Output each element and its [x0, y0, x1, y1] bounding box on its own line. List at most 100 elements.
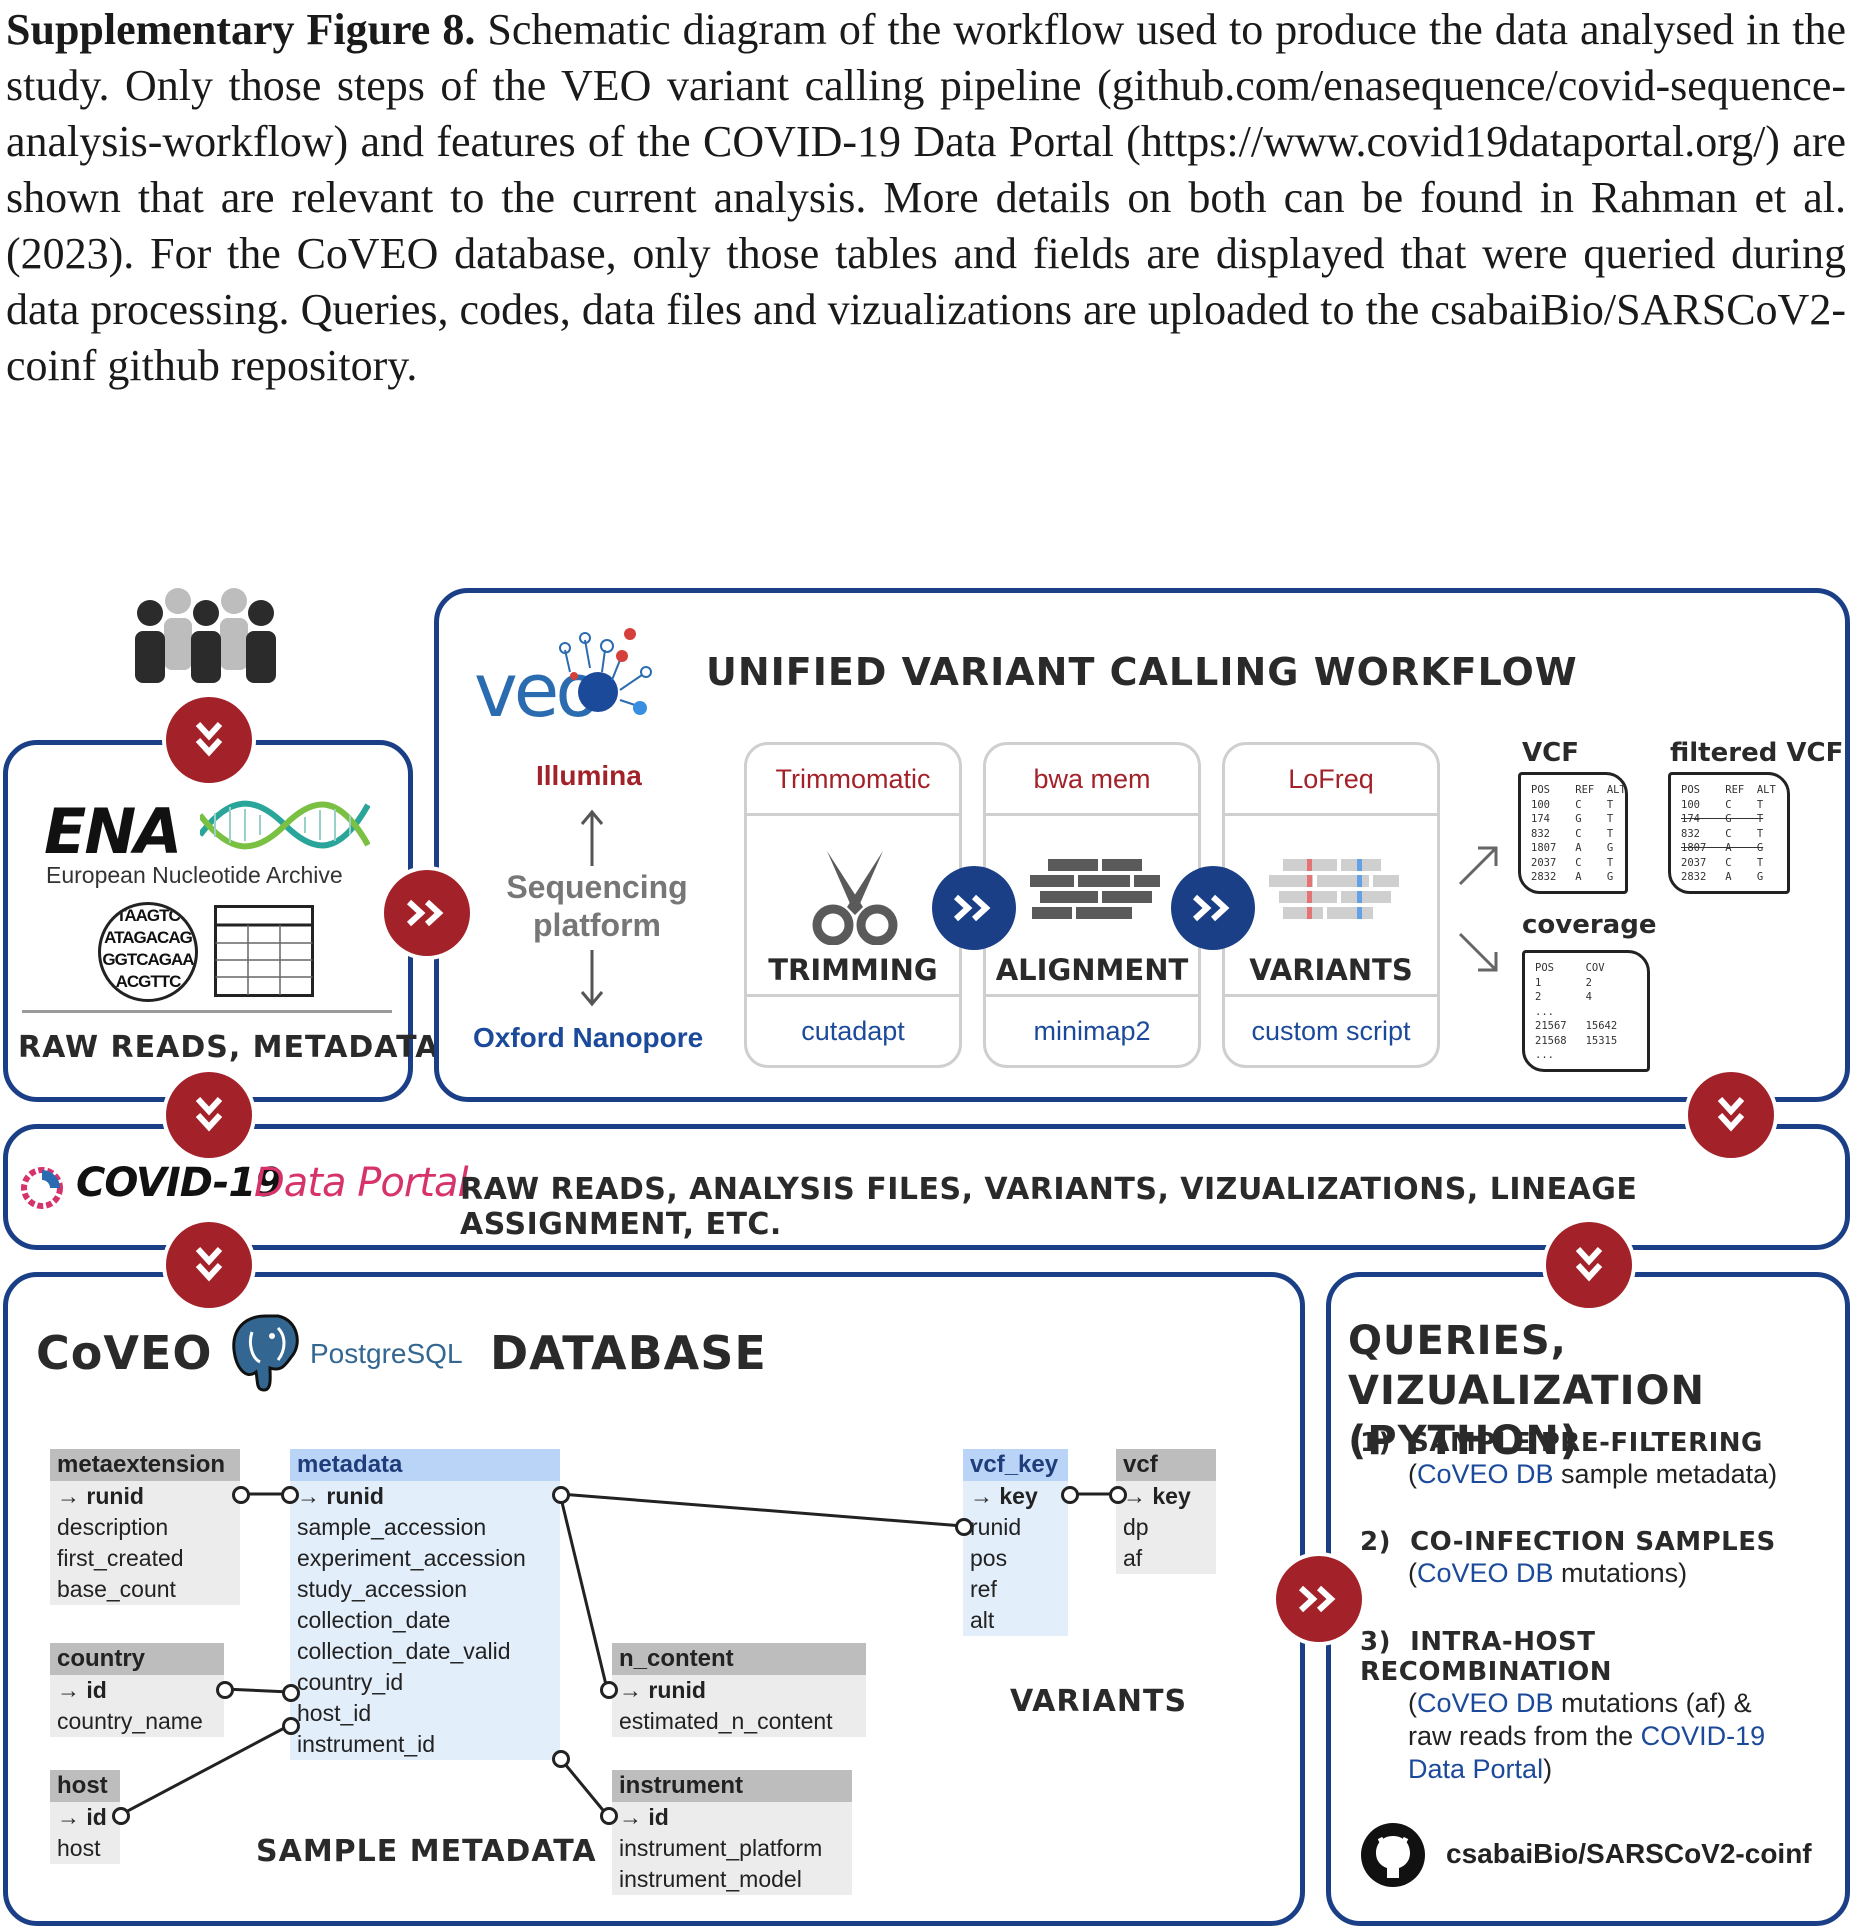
table-field: study_accession	[290, 1574, 560, 1605]
veo-logo: veo	[474, 628, 652, 734]
next-step-icon	[932, 866, 1016, 950]
ena-subtitle: European Nucleotide Archive	[46, 862, 343, 888]
table-field: base_count	[50, 1574, 240, 1605]
ena-logo: ENA	[44, 795, 182, 868]
alignment-reads-icon	[1030, 859, 1160, 919]
query-text: (	[1408, 1558, 1417, 1588]
query-number: 3)	[1360, 1627, 1391, 1657]
step-name: ALIGNMENT	[995, 953, 1189, 987]
platform-label-line: platform	[533, 907, 661, 943]
variant-reads-icon	[1269, 859, 1399, 919]
sample-metadata-label: SAMPLE METADATA	[256, 1834, 597, 1869]
dna-helix-icon	[200, 800, 370, 850]
portal-panel	[3, 1124, 1850, 1250]
ena-divider	[22, 1010, 392, 1013]
platform-illumina: Illumina	[536, 760, 642, 791]
relation-dot	[232, 1486, 250, 1504]
query-db-link: CoVEO DB	[1417, 1688, 1554, 1718]
relation-dot	[281, 1486, 299, 1504]
step-name: TRIMMING	[768, 953, 938, 987]
postgresql-elephant-icon	[232, 1314, 299, 1392]
query-portal-link: Data Portal	[1408, 1754, 1544, 1784]
relation-dot	[282, 1717, 300, 1735]
portal-logo-dataportal: Data Portal	[254, 1160, 469, 1206]
tool-nanopore: minimap2	[986, 994, 1198, 1065]
relation-dot	[112, 1807, 130, 1825]
table-field: → runid	[290, 1481, 560, 1512]
chevron-down-icon	[162, 1068, 256, 1162]
step-card-variants: LoFreq VARIANTS custom script	[1222, 742, 1440, 1068]
table-header: n_content	[612, 1643, 866, 1675]
queries-title: QUERIES, VIZUALIZATION (PYTHON)	[1348, 1316, 1855, 1466]
seq-line: ATAGACAG	[104, 928, 193, 947]
table-field: estimated_n_content	[612, 1706, 866, 1737]
table-field: collection_date	[290, 1605, 560, 1636]
seq-line: GGTCAGAA	[102, 950, 194, 969]
table-field: → key	[963, 1481, 1068, 1512]
coverage-label: coverage	[1522, 910, 1657, 940]
table-field: → id	[612, 1802, 852, 1833]
platform-label-line: Sequencing	[506, 869, 688, 905]
table-field: collection_date_valid	[290, 1636, 560, 1667]
table-field: host	[50, 1833, 120, 1864]
table-field: runid	[963, 1512, 1068, 1543]
tool-illumina: Trimmomatic	[747, 745, 959, 816]
query-item-3: 3) INTRA-HOST RECOMBINATION (CoVEO DB mu…	[1360, 1627, 1830, 1786]
sequencing-platform-label: Sequencing platform	[486, 868, 708, 944]
table-field: → runid	[50, 1481, 240, 1512]
queries-title-line: (PYTHON)	[1348, 1418, 1580, 1464]
arrow-down-icon	[580, 950, 604, 1007]
table-header: host	[50, 1770, 120, 1802]
chevron-down-icon	[1684, 1068, 1778, 1162]
table-field: → id	[50, 1802, 120, 1833]
query-portal-link: COVID-19	[1640, 1721, 1766, 1751]
table-field: experiment_accession	[290, 1543, 560, 1574]
seq-line: ACGTTC	[115, 972, 182, 991]
caption-text: Schematic diagram of the workflow used t…	[6, 5, 1846, 390]
query-text: (	[1408, 1688, 1417, 1718]
query-text: (	[1408, 1459, 1417, 1489]
github-repo-link[interactable]: csabaiBio/SARSCoV2-coinf	[1446, 1838, 1812, 1869]
table-field: dp	[1116, 1512, 1216, 1543]
relation-dot	[216, 1681, 234, 1699]
query-text: mutations (af) &	[1553, 1688, 1752, 1718]
query-db-link: CoVEO DB	[1417, 1558, 1554, 1588]
tool-illumina: bwa mem	[986, 745, 1198, 816]
table-header: vcf	[1116, 1449, 1216, 1481]
scissors-icon	[812, 851, 898, 945]
query-text: )	[1543, 1754, 1553, 1784]
table-field: pos	[963, 1543, 1068, 1574]
table-field: instrument_platform	[612, 1833, 852, 1864]
query-item-1: 1) SAMPLE PRE-FILTERING (CoVEO DB sample…	[1360, 1428, 1830, 1491]
relation-dot	[1109, 1486, 1127, 1504]
next-step-icon	[1171, 866, 1255, 950]
people-icon	[135, 588, 276, 683]
next-step-icon	[380, 866, 474, 960]
query-db-link: CoVEO DB	[1417, 1459, 1554, 1489]
tool-nanopore: custom script	[1225, 994, 1437, 1065]
step-card-trimming: Trimmomatic TRIMMING cutadapt	[744, 742, 962, 1068]
chevron-down-icon	[1542, 1218, 1636, 1312]
coverage-file-icon: POS COV 1 2 2 4 ... 21567 15642 21568 15…	[1522, 950, 1650, 1072]
step-name: VARIANTS	[1249, 953, 1413, 987]
vcf-label: VCF	[1522, 738, 1579, 768]
variants-label: VARIANTS	[1010, 1684, 1188, 1719]
chevron-down-icon	[162, 1218, 256, 1312]
table-field: instrument_id	[290, 1729, 560, 1760]
relation-dot	[552, 1486, 570, 1504]
github-icon	[1361, 1823, 1425, 1888]
table-field: → key	[1116, 1481, 1216, 1512]
query-item-2: 2) CO-INFECTION SAMPLES (CoVEO DB mutati…	[1360, 1527, 1830, 1590]
relation-dot	[600, 1681, 618, 1699]
database-title-left: CoVEO	[36, 1326, 213, 1380]
ena-footer: RAW READS, METADATA	[18, 1030, 440, 1065]
seq-line: TAAGTC	[116, 906, 181, 925]
table-field: host_id	[290, 1698, 560, 1729]
